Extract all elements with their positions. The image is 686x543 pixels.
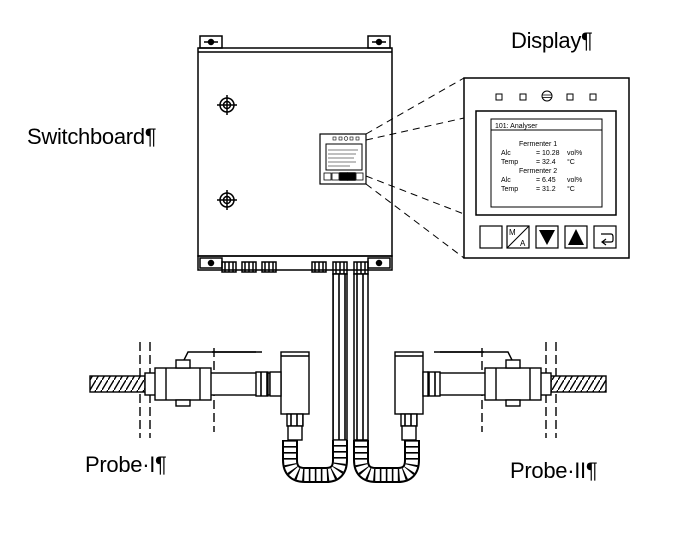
cabinet-bottom-strip — [197, 255, 393, 271]
blank-key[interactable] — [479, 225, 503, 249]
cable-gland — [353, 261, 369, 275]
knurled-collar — [255, 371, 269, 397]
transmitter-housing — [394, 351, 424, 415]
status-led — [589, 93, 597, 101]
hose-loop-left — [282, 440, 348, 483]
transmitter-housing — [280, 351, 310, 415]
status-led — [519, 93, 527, 101]
group1-title: Fermenter 1 — [519, 141, 557, 148]
group1-alc-value: = 10.28 — [536, 150, 560, 157]
group2-alc-unit: vol% — [567, 177, 582, 184]
cable-gland — [241, 261, 257, 273]
lcd-readout: 101: Analyser Fermenter 1 Alc = 10.28 vo… — [495, 123, 582, 193]
probe-1-assembly — [89, 342, 310, 441]
group2-temp-unit: °C — [567, 185, 575, 193]
cabinet-display-miniature — [319, 133, 367, 185]
ball-valve — [154, 367, 212, 401]
group1-alc-unit: vol% — [567, 150, 582, 157]
down-arrow-icon — [539, 230, 555, 245]
lock-icon — [217, 95, 237, 115]
mode-key[interactable] — [506, 225, 530, 249]
group1-temp-value: = 32.4 — [536, 159, 556, 166]
cable-hose-left — [332, 273, 348, 441]
cable-gland — [221, 261, 237, 273]
cable-gland — [332, 261, 348, 275]
group1-alc-label: Alc — [501, 150, 511, 157]
mode-key-m: M — [509, 228, 516, 237]
group2-alc-value: = 6.45 — [536, 177, 556, 184]
switchboard-label: Switchboard¶ — [27, 124, 157, 149]
cable-gland — [261, 261, 277, 273]
group1-temp-label: Temp — [501, 159, 518, 166]
zoom-leader-lines — [365, 77, 465, 259]
display-panel — [463, 77, 630, 259]
lcd-screen-outer — [475, 110, 617, 216]
up-arrow-icon — [568, 229, 584, 245]
screen-header: 101: Analyser — [495, 123, 538, 130]
group2-title: Fermenter 2 — [519, 168, 557, 175]
down-arrow-key[interactable] — [535, 225, 559, 249]
status-led — [566, 93, 574, 101]
display-label: Display¶ — [511, 28, 593, 53]
enter-icon — [601, 233, 614, 246]
enter-key[interactable] — [593, 225, 617, 249]
group2-temp-label: Temp — [501, 186, 518, 193]
ball-valve — [484, 367, 542, 401]
lcd-screen — [490, 118, 603, 208]
display-frame — [463, 77, 630, 259]
probe-1-label: Probe·I¶ — [85, 452, 167, 477]
knurled-collar — [427, 371, 441, 397]
cable-hose-right — [353, 273, 369, 441]
valve-handle — [440, 351, 513, 361]
threaded-rod — [89, 375, 146, 393]
group2-alc-label: Alc — [501, 177, 511, 184]
probe-2-assembly — [394, 342, 607, 441]
cable-gland — [311, 261, 327, 273]
mode-key-a: A — [520, 239, 526, 248]
switchboard-cabinet — [197, 35, 393, 275]
threaded-rod — [550, 375, 607, 393]
probe-2-label: Probe·II¶ — [510, 458, 598, 483]
lock-icon — [217, 190, 237, 210]
hose-loop-right — [353, 440, 420, 483]
status-led-round — [541, 90, 553, 102]
group1-temp-unit: °C — [567, 158, 575, 166]
up-arrow-key[interactable] — [564, 225, 588, 249]
group2-temp-value: = 31.2 — [536, 186, 556, 193]
status-led — [495, 93, 503, 101]
cabinet-body — [197, 47, 393, 257]
valve-handle — [183, 351, 256, 361]
